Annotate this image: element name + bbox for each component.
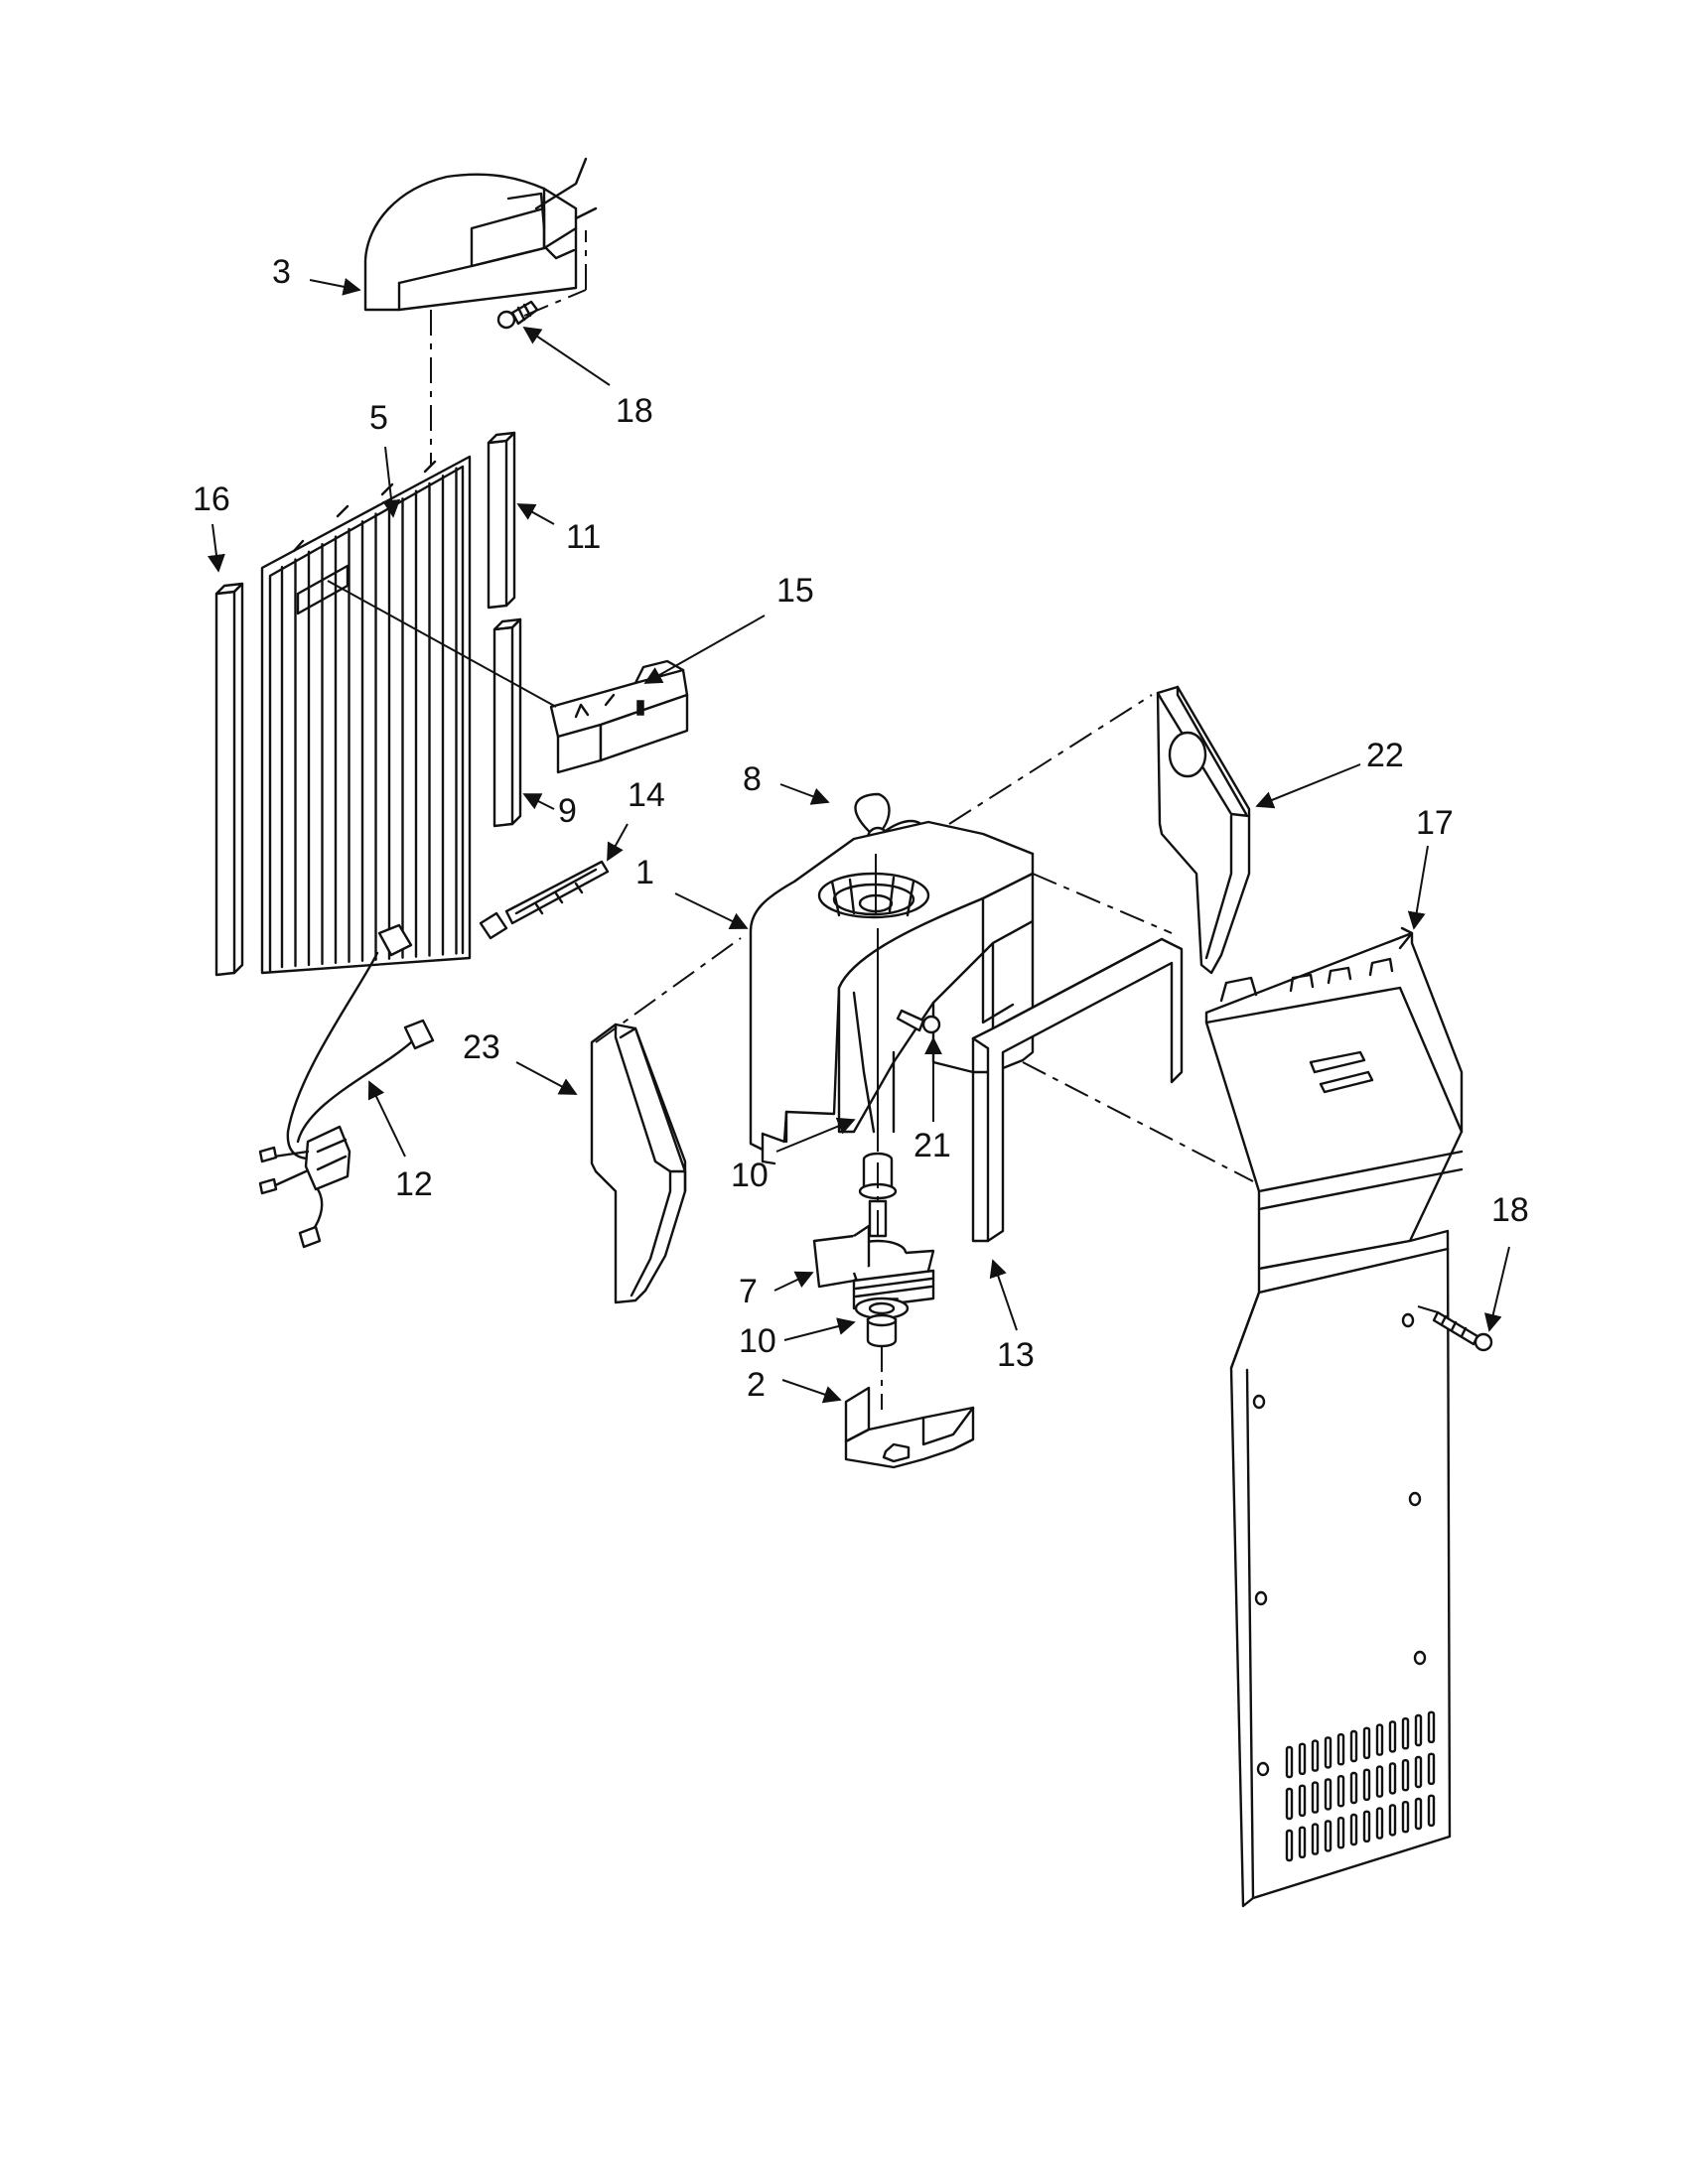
vent-slot	[1427, 1752, 1436, 1786]
vent-slot	[1298, 1742, 1307, 1776]
vent-slot	[1401, 1716, 1410, 1750]
vent-slot	[1375, 1723, 1384, 1756]
callout-21: 21	[913, 1127, 951, 1164]
part-16-foam-strip	[214, 582, 244, 977]
vent-slot	[1388, 1762, 1397, 1795]
part-12-wire-harness	[258, 923, 435, 1249]
vent-slot	[1427, 1794, 1436, 1828]
vent-slot	[1362, 1810, 1371, 1843]
leader-arrows	[208, 277, 1510, 1404]
vent-slot	[1336, 1774, 1345, 1808]
part-15-bracket	[549, 659, 689, 774]
part-18-screw-right	[1432, 1310, 1493, 1352]
vent-slot	[1324, 1778, 1333, 1811]
part-2-motor-bracket	[844, 1386, 975, 1469]
vent-slot	[1336, 1732, 1345, 1766]
callout-labels: 3 18 5 16 11 15 9 14 8 1 22 17 23 21 12 …	[193, 253, 1529, 1404]
vent-slot	[1414, 1797, 1423, 1831]
callout-22: 22	[1366, 737, 1404, 774]
part-9-foam-strip	[492, 617, 522, 828]
vent-slot	[1285, 1829, 1294, 1862]
callout-23: 23	[463, 1028, 500, 1066]
part-13-u-channel	[971, 937, 1184, 1243]
rear-panel-holes	[1252, 1312, 1427, 1777]
callout-12: 12	[395, 1165, 433, 1203]
part-10-grommet-lower	[854, 1297, 910, 1348]
vent-slot	[1336, 1816, 1345, 1849]
part-21-screw	[896, 1009, 941, 1034]
callout-15: 15	[776, 572, 814, 610]
alignment-lines	[430, 230, 1439, 1410]
vent-slot	[1362, 1768, 1371, 1802]
vent-slot	[1388, 1804, 1397, 1837]
vent-slot	[1298, 1826, 1307, 1859]
rear-panel-vent-slots	[1285, 1710, 1436, 1862]
part-23-side-baffle	[590, 1023, 687, 1304]
vent-slot	[1375, 1765, 1384, 1798]
vent-slot	[1349, 1729, 1358, 1763]
vent-slot	[1427, 1710, 1436, 1744]
vent-slot	[1349, 1813, 1358, 1846]
vent-slot	[1324, 1820, 1333, 1852]
callout-16: 16	[193, 480, 230, 518]
callout-10: 10	[731, 1157, 769, 1194]
callout-18: 18	[1491, 1191, 1529, 1229]
vent-slot	[1298, 1784, 1307, 1818]
callout-8: 8	[743, 760, 762, 798]
callout-1: 1	[635, 854, 654, 891]
callout-11: 11	[566, 518, 601, 556]
vent-slot	[1388, 1720, 1397, 1753]
vent-slot	[1401, 1758, 1410, 1792]
callout-18: 18	[616, 392, 653, 430]
vent-slot	[1401, 1800, 1410, 1834]
vent-slot	[1285, 1787, 1294, 1821]
callout-7: 7	[739, 1273, 758, 1310]
vent-slot	[1414, 1755, 1423, 1789]
callout-5: 5	[369, 399, 388, 437]
callout-3: 3	[272, 253, 291, 291]
callout-14: 14	[628, 776, 665, 814]
callout-9: 9	[558, 792, 577, 830]
callout-17: 17	[1416, 804, 1454, 842]
vent-slot	[1362, 1726, 1371, 1760]
part-5-evaporator-grille	[260, 455, 472, 975]
vent-slot	[1285, 1745, 1294, 1779]
part-22-side-baffle	[1156, 685, 1251, 975]
part-18-screw-top	[496, 300, 539, 330]
callout-13: 13	[997, 1336, 1035, 1374]
part-14-cable-tie	[479, 860, 610, 940]
part-3-duct-cover	[363, 157, 598, 312]
callout-10: 10	[739, 1322, 776, 1360]
callout-2: 2	[747, 1366, 766, 1404]
vent-slot	[1311, 1823, 1320, 1855]
vent-slot	[1311, 1781, 1320, 1814]
vent-slot	[1311, 1739, 1320, 1772]
part-17-rear-panel	[1204, 926, 1464, 1908]
vent-slot	[1324, 1736, 1333, 1769]
vent-slot	[1414, 1713, 1423, 1747]
vent-slot	[1349, 1771, 1358, 1805]
part-11-foam-strip	[487, 431, 516, 610]
vent-slot	[1375, 1807, 1384, 1840]
